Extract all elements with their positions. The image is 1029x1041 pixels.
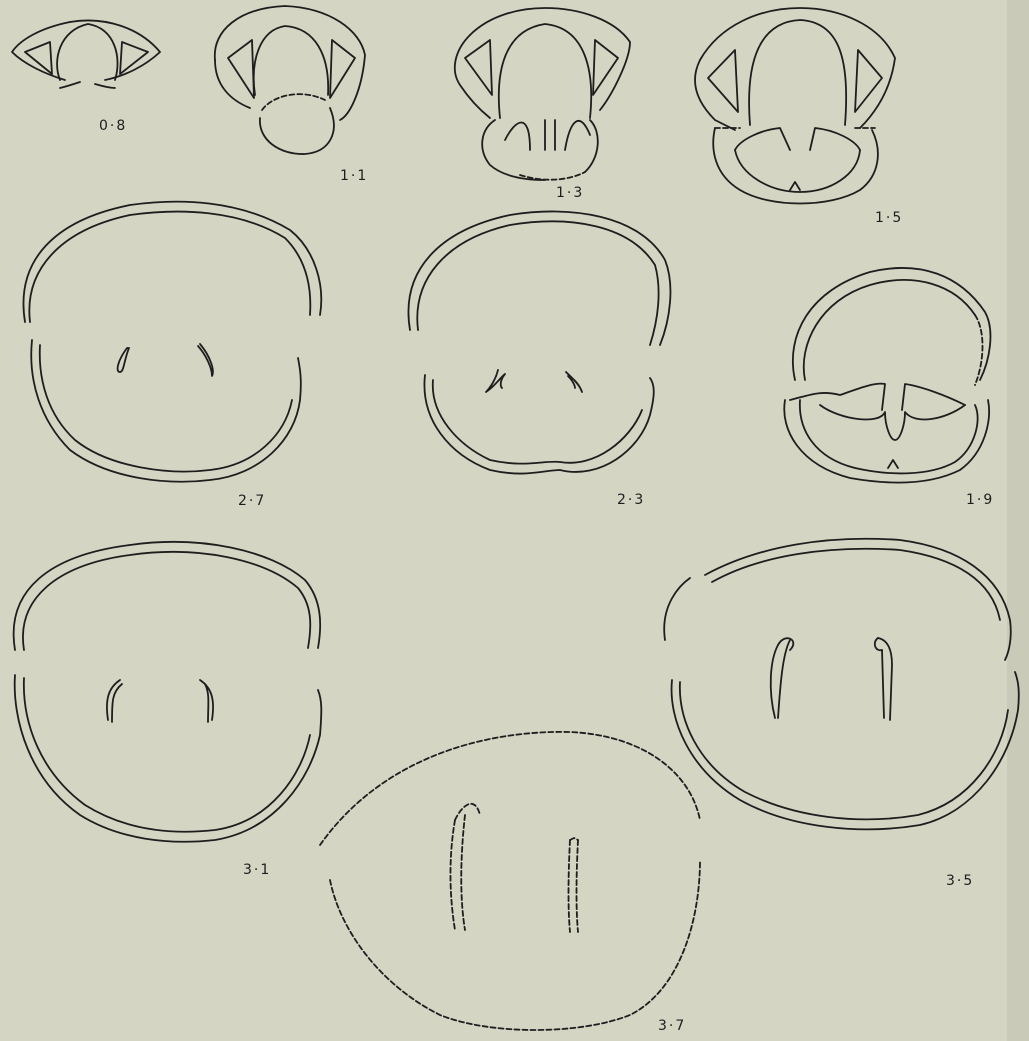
section-1-9-outline [784,268,990,483]
section-label-2-7: 2·7 [238,493,266,509]
section-2-3-outline [408,211,670,473]
section-3-7-outline [320,732,700,1030]
section-label-1-1: 1·1 [340,168,368,184]
section-3-5-outline [664,539,1019,830]
section-label-3-5: 3·5 [946,873,974,889]
section-1-5-outline [695,8,895,204]
section-1-1-outline [215,6,365,154]
section-label-3-7: 3·7 [658,1018,686,1034]
section-2-7-outline [23,202,321,482]
section-3-1-outline [14,542,322,842]
section-label-0-8: 0·8 [99,118,127,134]
section-label-1-5: 1·5 [875,210,903,226]
section-label-1-9: 1·9 [966,492,994,508]
section-0-8-outline [12,20,160,88]
section-1-3-outline [455,8,630,180]
section-label-3-1: 3·1 [243,862,271,878]
section-label-1-3: 1·3 [556,185,584,201]
section-label-2-3: 2·3 [617,492,645,508]
